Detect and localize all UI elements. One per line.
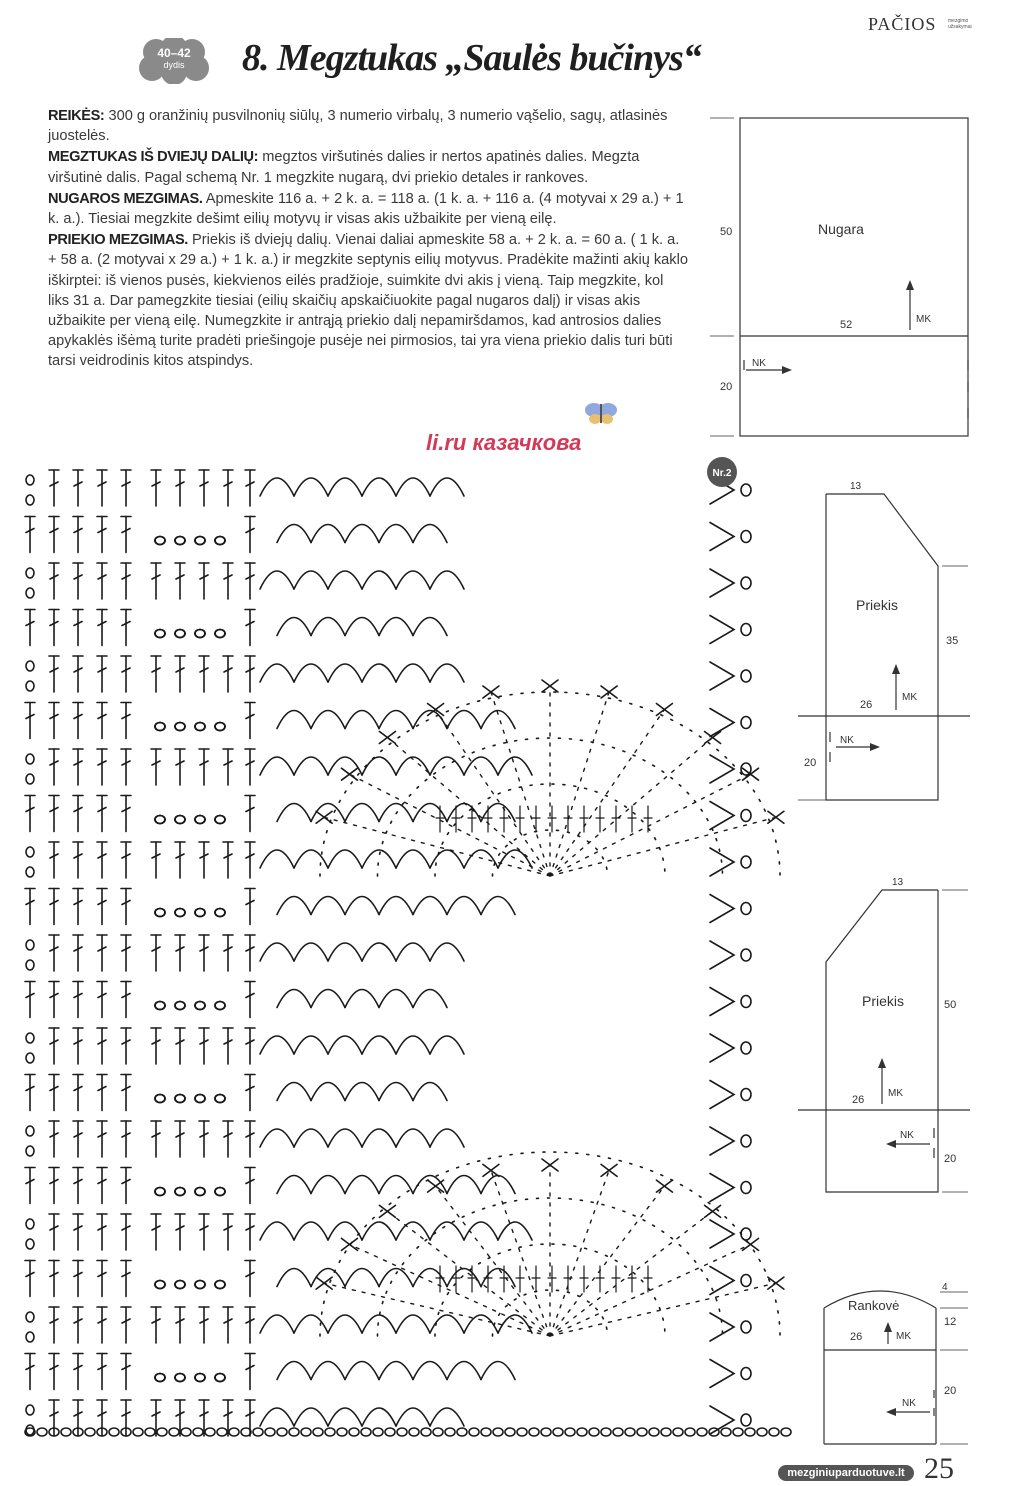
priekis1-label: Priekis bbox=[856, 597, 898, 613]
paragraph-heading: MEGZTUKAS IŠ DVIEJŲ DALIŲ: bbox=[48, 149, 259, 166]
schematic-priekis-2: 13 Priekis 50 20 26 MK NK bbox=[798, 877, 970, 1193]
priekis1-nk: NK bbox=[840, 735, 854, 746]
paragraph-materials: REIKĖS: 300 g oranžinių pusvilnonių siūl… bbox=[48, 106, 688, 146]
priekis2-width: 26 bbox=[852, 1094, 864, 1106]
page-title: 8. Megztukas „Saulės bučinys“ bbox=[242, 37, 702, 79]
paragraph-heading: PRIEKIO MEZGIMAS. bbox=[48, 232, 188, 249]
nugara-height-top: 50 bbox=[720, 226, 732, 238]
priekis1-height-top: 35 bbox=[946, 635, 958, 647]
rankove-mk: MK bbox=[896, 1331, 911, 1342]
paragraph-body: Priekis iš dviejų dalių. Vienai daliai a… bbox=[48, 232, 688, 370]
priekis2-nk: NK bbox=[900, 1130, 914, 1141]
priekis1-height-bottom: 20 bbox=[804, 757, 816, 769]
page-number: 25 bbox=[924, 1452, 954, 1485]
paragraph-body: megztos viršutinės dalies ir nertos apat… bbox=[48, 149, 640, 186]
paragraph-back: NUGAROS MEZGIMAS. Apmeskite 116 a. + 2 k… bbox=[48, 189, 688, 229]
instructions-text: REIKĖS: 300 g oranžinių pusvilnonių siūl… bbox=[48, 106, 688, 373]
priekis1-top-width: 13 bbox=[850, 481, 862, 492]
nugara-label: Nugara bbox=[818, 221, 864, 237]
paragraph-body: Apmeskite 116 a. + 2 k. a. = 118 a. (1 k… bbox=[48, 190, 684, 228]
schematic-rankove: Rankovė 4 12 20 26 MK NK bbox=[823, 1282, 968, 1445]
brand-logo: PAČIOS bbox=[868, 14, 937, 34]
priekis2-mk: MK bbox=[888, 1088, 903, 1099]
paragraph-body: 300 g oranžinių pusvilnonių siūlų, 3 num… bbox=[48, 108, 668, 145]
chart-badge-label: Nr.2 bbox=[713, 468, 732, 479]
butterfly-icon bbox=[585, 403, 617, 424]
size-badge-size: 40–42 bbox=[157, 46, 191, 60]
schematic-priekis-1: 13 Priekis 35 20 26 MK NK bbox=[798, 481, 970, 801]
nugara-mk: MK bbox=[916, 314, 931, 325]
paragraph-two-parts: MEGZTUKAS IŠ DVIEJŲ DALIŲ: megztos viršu… bbox=[48, 147, 688, 187]
paragraph-heading: NUGAROS MEZGIMAS. bbox=[48, 190, 203, 207]
rankove-label: Rankovė bbox=[848, 1298, 899, 1313]
footer-url: mezginiuparduotuve.lt bbox=[778, 1465, 914, 1481]
schematic-nugara: Nugara 50 20 52 MK NK bbox=[710, 117, 969, 437]
priekis2-height-bottom: 20 bbox=[944, 1153, 956, 1165]
brand-tagline: mezgimo užsakymai bbox=[948, 18, 972, 30]
size-badge-word: dydis bbox=[163, 60, 185, 70]
nugara-nk: NK bbox=[752, 358, 766, 369]
crochet-chart-diagram: Nr.2 bbox=[24, 457, 792, 1437]
priekis1-mk: MK bbox=[902, 692, 917, 703]
paragraph-front: PRIEKIO MEZGIMAS. Priekis iš dviejų dali… bbox=[48, 230, 688, 371]
priekis2-top-width: 13 bbox=[892, 877, 904, 888]
priekis1-width: 26 bbox=[860, 699, 872, 711]
watermark-text: li.ru казачкова bbox=[426, 430, 582, 455]
rankove-width: 26 bbox=[850, 1331, 862, 1343]
chart-badge: Nr.2 bbox=[707, 457, 737, 487]
rankove-nk: NK bbox=[902, 1398, 916, 1409]
priekis2-height-top: 50 bbox=[944, 999, 956, 1011]
nugara-width: 52 bbox=[840, 319, 852, 331]
priekis2-label: Priekis bbox=[862, 993, 904, 1009]
rankove-height-bottom: 20 bbox=[944, 1385, 956, 1397]
rankove-cap: 4 bbox=[942, 1282, 948, 1293]
nugara-height-bottom: 20 bbox=[720, 381, 732, 393]
rankove-height-top: 12 bbox=[944, 1316, 956, 1328]
paragraph-heading: REIKĖS: bbox=[48, 108, 105, 124]
flower-badge-icon bbox=[139, 35, 209, 85]
